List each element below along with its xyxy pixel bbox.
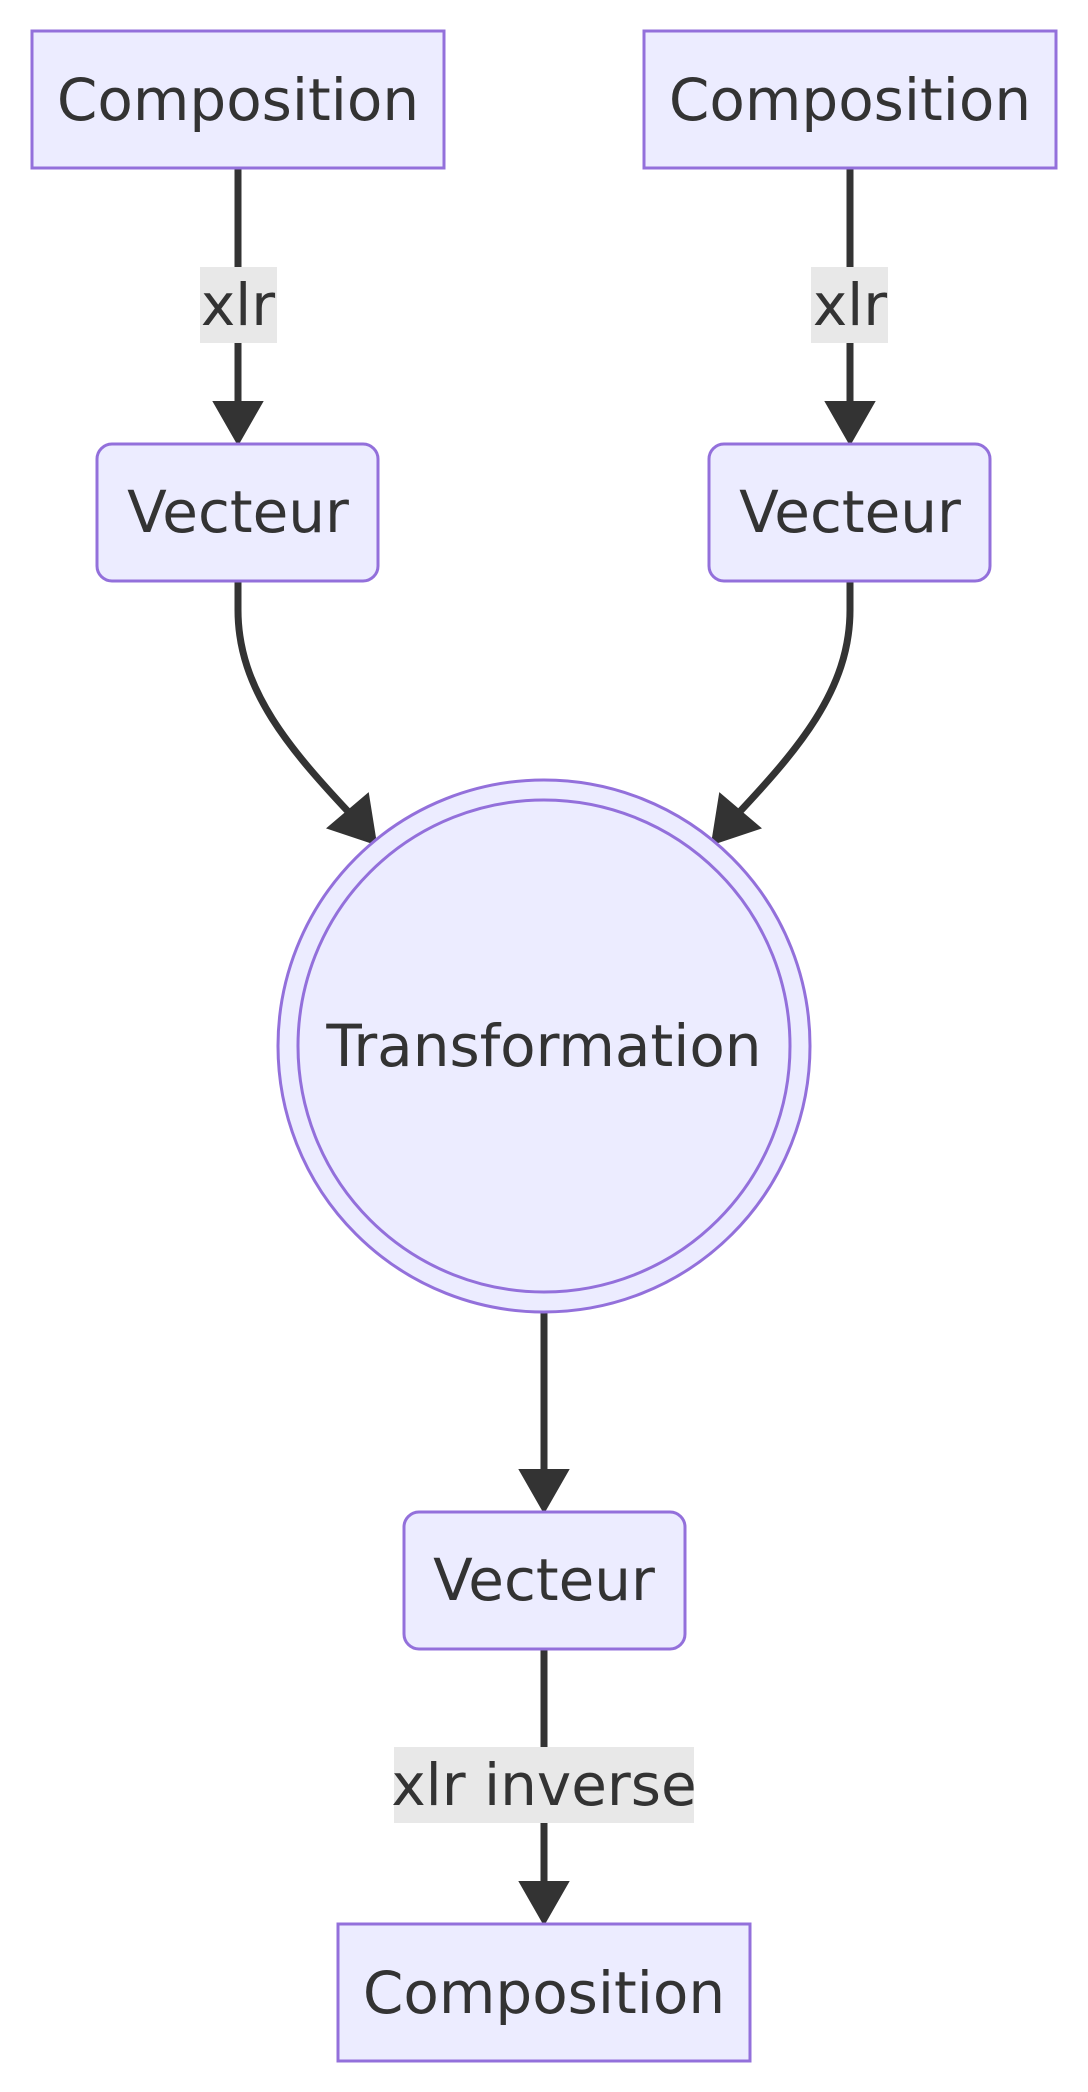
node-composition-bottom-label: Composition [363,1959,725,2027]
edge-label-bottom-text: xlr inverse [391,1751,696,1819]
node-composition-left-label: Composition [57,66,419,134]
arrowhead [212,401,264,447]
node-composition-right: Composition [642,29,1058,170]
node-vecteur-bottom: Vecteur [402,1510,687,1651]
edge-label-bottom: xlr inverse [391,1747,697,1823]
transformation-inner-circle [296,798,792,1294]
edge-vecteur-left-to-transformation [234,581,378,846]
edge-transformation-to-vecteur-bottom [518,1313,570,1515]
node-composition-right-label: Composition [669,66,1031,134]
node-vecteur-right: Vecteur [707,442,992,583]
node-vecteur-left-label: Vecteur [127,478,349,546]
arrowhead [824,401,876,447]
arrowhead [326,792,378,846]
node-transformation-label: Transformation [325,1012,761,1080]
edge-vecteur-right-to-transformation [710,581,854,846]
node-composition-bottom: Composition [336,1922,752,2063]
edge-label-left: xlr [200,267,277,343]
edge-label-right-text: xlr [813,271,887,339]
arrowhead [710,792,762,846]
edge-label-left-text: xlr [201,271,275,339]
arrowhead [518,1469,570,1515]
node-transformation: Transformation [276,778,812,1314]
node-vecteur-right-label: Vecteur [739,478,961,546]
node-vecteur-bottom-label: Vecteur [433,1546,655,1614]
node-composition-left: Composition [30,29,446,170]
node-vecteur-left: Vecteur [95,442,380,583]
edge-label-right: xlr [811,267,888,343]
arrowhead [518,1881,570,1927]
